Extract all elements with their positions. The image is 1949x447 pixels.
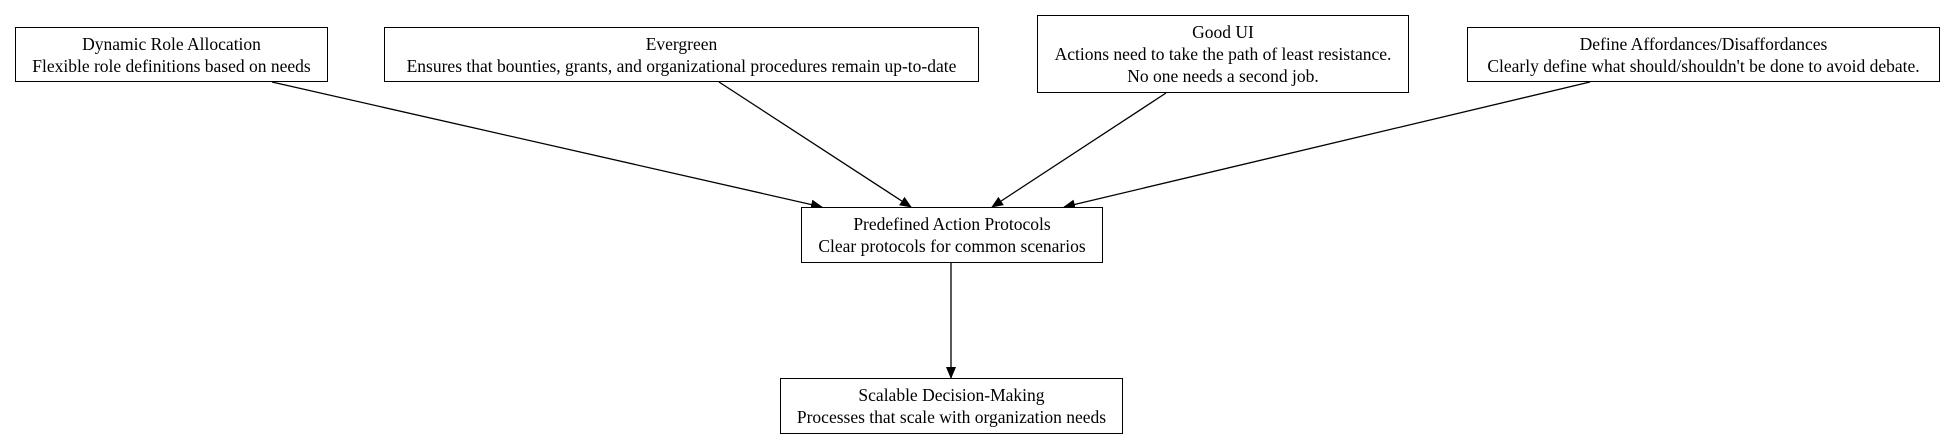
node-description: Actions need to take the path of least r… xyxy=(1054,44,1392,64)
node-title: Dynamic Role Allocation xyxy=(82,33,261,54)
node-description: No one needs a second job. xyxy=(1127,66,1319,86)
node-define-affordances: Define Affordances/Disaffordances Clearl… xyxy=(1467,27,1940,82)
edge-goodui-to-protocols xyxy=(991,92,1167,208)
node-title: Scalable Decision-Making xyxy=(858,385,1045,405)
node-description: Clearly define what should/shouldn't be … xyxy=(1487,55,1920,76)
edge-evergreen-to-protocols xyxy=(718,81,912,208)
node-evergreen: Evergreen Ensures that bounties, grants,… xyxy=(384,27,979,82)
node-title: Predefined Action Protocols xyxy=(853,214,1051,234)
node-good-ui: Good UI Actions need to take the path of… xyxy=(1037,15,1409,93)
node-description: Flexible role definitions based on needs xyxy=(32,55,311,76)
node-description: Clear protocols for common scenarios xyxy=(818,236,1086,256)
node-dynamic-role-allocation: Dynamic Role Allocation Flexible role de… xyxy=(15,27,328,82)
node-description: Processes that scale with organization n… xyxy=(796,407,1107,427)
node-title: Good UI xyxy=(1192,22,1254,42)
node-scalable-decision-making: Scalable Decision-Making Processes that … xyxy=(780,378,1123,434)
node-predefined-action-protocols: Predefined Action Protocols Clear protoc… xyxy=(801,207,1103,263)
node-title: Evergreen xyxy=(645,33,718,54)
node-description: Ensures that bounties, grants, and organ… xyxy=(406,55,957,76)
node-title: Define Affordances/Disaffordances xyxy=(1579,33,1828,54)
edge-dynamic-to-protocols xyxy=(271,81,823,210)
edge-define-to-protocols xyxy=(1063,81,1591,210)
